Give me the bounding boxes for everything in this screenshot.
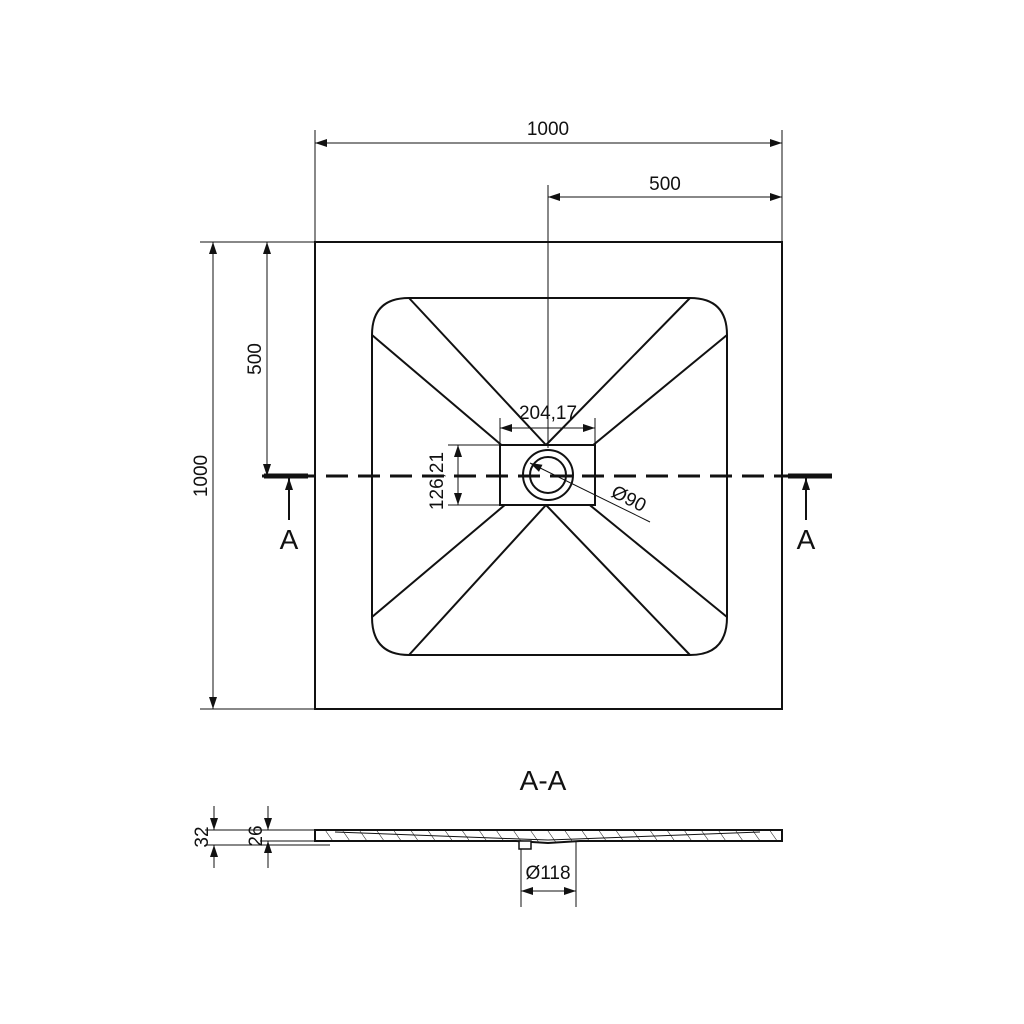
dim-drain-box-depth-label: 126,21	[427, 452, 448, 510]
dim-tray-height-label: 26	[246, 825, 267, 846]
dim-overall-depth-label: 1000	[191, 455, 212, 497]
dim-half-depth-label: 500	[245, 343, 266, 375]
dim-drain-box-width-label: 204,17	[519, 403, 577, 424]
section-outlet	[518, 840, 532, 850]
plan-view: A A 1000 500 1000 500 204,17 126,21 Ø90	[191, 119, 835, 710]
section-marker-right: A	[797, 524, 816, 555]
section-title: A-A	[520, 765, 567, 796]
dim-half-width-label: 500	[649, 174, 681, 195]
dim-total-height-label: 32	[192, 826, 213, 847]
section-profile	[314, 829, 783, 845]
dim-overall-width-label: 1000	[527, 119, 569, 140]
section-view: A-A 32 26 Ø118	[192, 765, 783, 907]
section-marker-left: A	[280, 524, 299, 555]
dim-drain-diameter-leader	[529, 462, 651, 523]
section-slope	[334, 831, 761, 841]
dim-outlet-diameter-label: Ø118	[525, 863, 570, 884]
drain-channels	[371, 297, 728, 656]
